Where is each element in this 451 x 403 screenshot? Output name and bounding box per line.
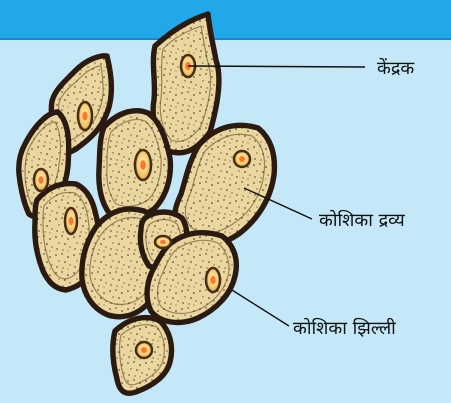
nucleus-center-top (135, 150, 151, 180)
membrane-label: कोशिका झिल्ली (293, 317, 396, 339)
nucleus-right-lower (206, 268, 220, 292)
nucleus-leader-line (188, 66, 365, 67)
nucleus-right-mid (234, 151, 250, 167)
nucleus-bottom (136, 342, 152, 358)
nucleus-left-mid (34, 169, 48, 191)
nucleus-center-small (155, 236, 171, 248)
cytoplasm-label: कोशिका द्रव्य (319, 209, 405, 231)
cell-group (19, 14, 275, 393)
membrane-leader-line (232, 290, 289, 326)
nucleus-label: केंद्रक (377, 57, 415, 79)
nucleus-left-bottom (65, 208, 77, 234)
nucleus-left-top (78, 102, 92, 130)
